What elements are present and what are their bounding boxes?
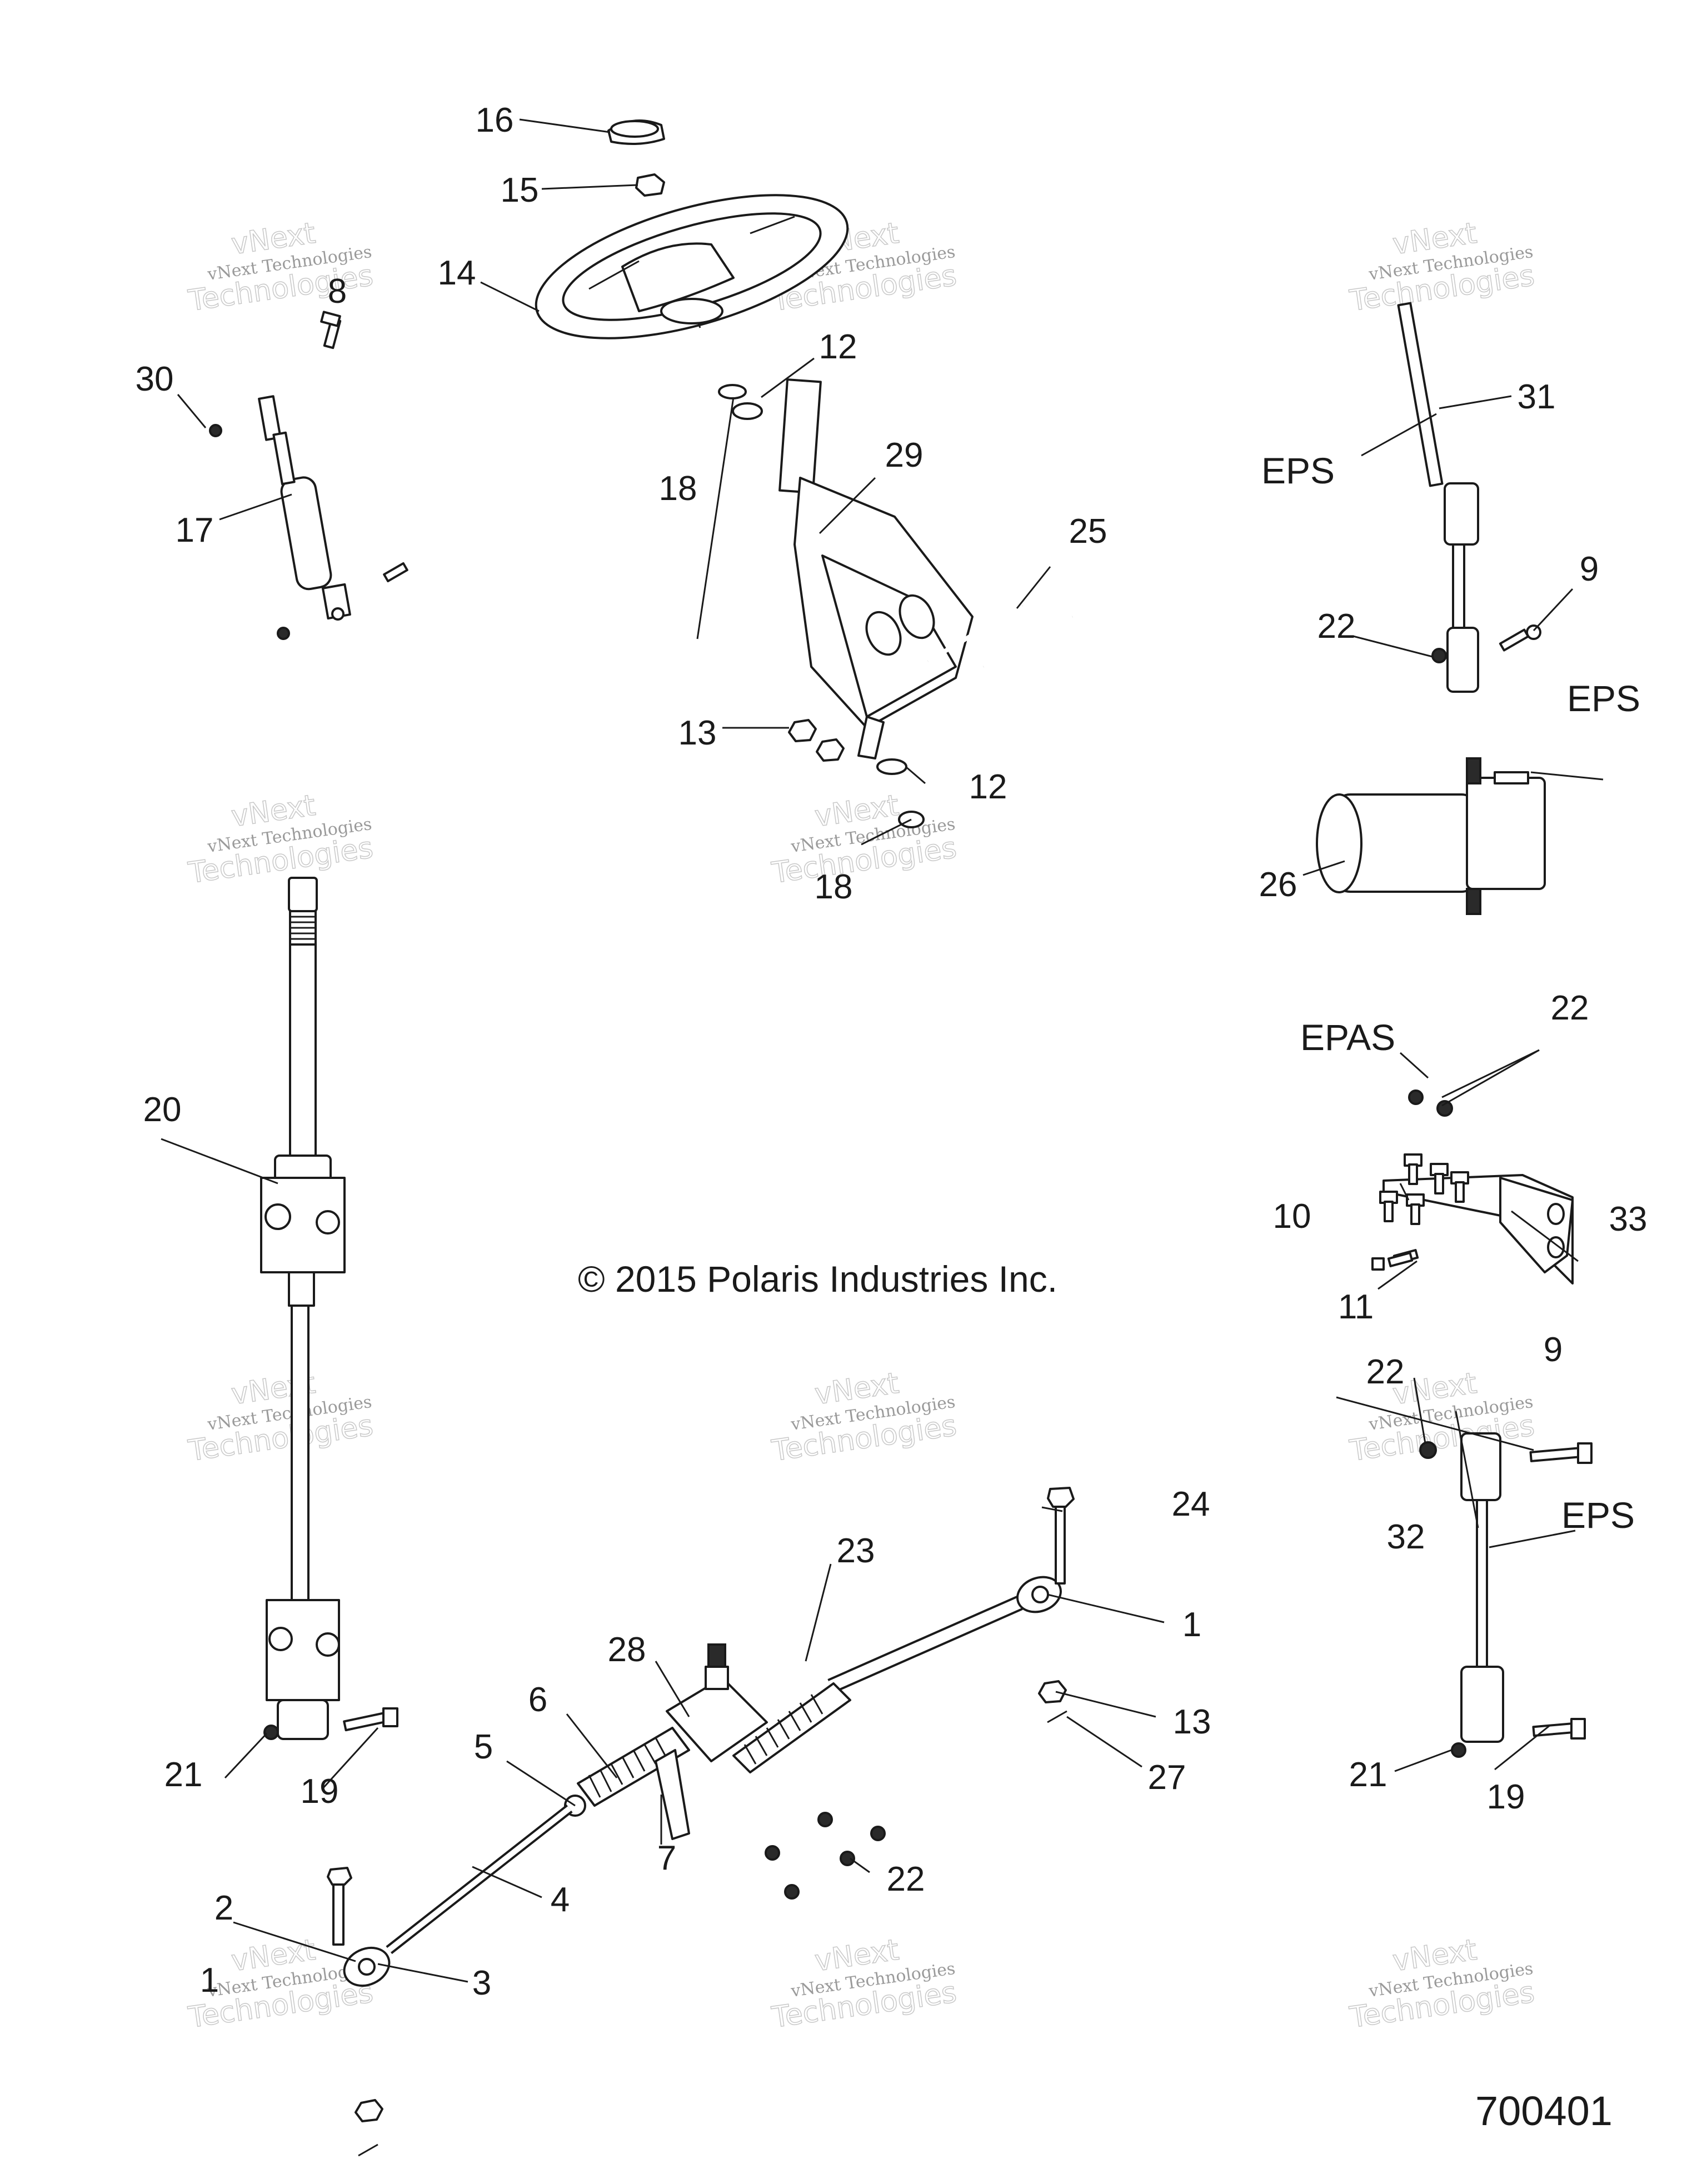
callout-12: 12: [969, 768, 1007, 806]
bracket-nut: [788, 719, 845, 762]
shaft-nut: [263, 1725, 279, 1740]
epas-nut: [1408, 1089, 1453, 1117]
tilt-nut: [209, 424, 290, 640]
watermark: vNext vNext Technologies Technologies: [186, 216, 376, 318]
callout-11: 11: [1338, 1288, 1374, 1326]
watermark: vNext vNext Technologies Technologies: [769, 1933, 959, 2035]
callout-19: 19: [301, 1772, 339, 1811]
callout-22: 22: [887, 1860, 925, 1898]
watermark: vNext vNext Technologies Technologies: [186, 788, 376, 891]
callout-9: 9: [1544, 1331, 1563, 1369]
callout-7: 7: [657, 1839, 676, 1877]
steering-wheel-bushing: [718, 384, 763, 420]
callout-6: 6: [528, 1681, 547, 1719]
eps-lower-shaft: [1460, 1432, 1504, 1743]
steering-wheel-nut: [635, 173, 665, 197]
callout-4: 4: [551, 1881, 570, 1919]
callout-17: 17: [176, 511, 214, 549]
callout-22: 22: [1551, 989, 1589, 1027]
shaft-bolt: [343, 1707, 398, 1732]
epas-bracket: [1382, 1174, 1574, 1285]
callout-21: 21: [164, 1756, 203, 1794]
callout-33: 33: [1609, 1200, 1648, 1238]
epas-bolt: [1371, 1153, 1469, 1271]
callout-23: 23: [837, 1532, 875, 1570]
eps-tag: EPS: [1561, 1495, 1635, 1536]
eps-bolt: [1499, 624, 1541, 652]
callout-22: 22: [1317, 607, 1356, 646]
callout-10: 10: [1273, 1197, 1311, 1236]
callout-26: 26: [1259, 866, 1297, 904]
eps-lower-nut: [1419, 1441, 1466, 1758]
copyright-notice: © 2015 Polaris Industries Inc.: [578, 1258, 1057, 1300]
callout-16: 16: [476, 101, 514, 139]
eps-lower-bolt: [1529, 1442, 1593, 1740]
leader-lines: [161, 118, 1604, 1983]
tie-rod: [343, 1795, 586, 1987]
watermark: vNext vNext Technologies Technologies: [1347, 216, 1537, 318]
watermark: vNext vNext Technologies Technologies: [769, 1366, 959, 1468]
callout-3: 3: [472, 1964, 491, 2002]
callout-29: 29: [885, 436, 924, 474]
callout-30: 30: [136, 360, 174, 398]
steering-rack: [577, 1576, 1062, 1840]
eps-nut: [1431, 648, 1447, 663]
callout-18: 18: [659, 469, 697, 508]
callout-27: 27: [1148, 1758, 1186, 1797]
callout-13: 13: [678, 714, 717, 752]
watermark: vNext vNext Technologies Technologies: [1347, 1933, 1537, 2035]
column-bracket: [778, 378, 974, 759]
callout-19: 19: [1487, 1778, 1525, 1816]
tilt-gas-spring: [258, 395, 351, 621]
callout-2: 2: [214, 1889, 233, 1927]
watermark: vNext vNext Technologies Technologies: [769, 788, 959, 891]
callout-21: 21: [1349, 1756, 1387, 1794]
callout-numbers: 16 15 14 8 30 17 12 18 29 25 13 12 18 31…: [136, 101, 1648, 2002]
callout-1: 1: [200, 1961, 219, 2000]
lower-steering-shaft: [260, 877, 346, 1740]
callout-22: 22: [1366, 1353, 1405, 1391]
steering-wheel: [535, 194, 849, 339]
callout-12: 12: [819, 328, 857, 366]
callout-18: 18: [815, 868, 853, 906]
callout-13: 13: [1173, 1703, 1211, 1741]
callout-9: 9: [1580, 550, 1599, 588]
callout-25: 25: [1069, 512, 1107, 551]
eps-tag: EPS: [1261, 450, 1335, 491]
tie-rod-nut: [355, 1680, 1067, 2157]
eps-tag: EPS: [1567, 678, 1640, 719]
callout-14: 14: [438, 254, 476, 292]
eps-unit: [1316, 757, 1546, 915]
tilt-bolt: [320, 311, 408, 583]
callout-1: 1: [1182, 1606, 1201, 1644]
epas-tag: EPAS: [1300, 1017, 1395, 1058]
bracket-bolt: [926, 603, 1074, 669]
tie-rod-bolt: [327, 1487, 1075, 1946]
steering-wheel-cap: [607, 119, 665, 145]
callout-31: 31: [1518, 378, 1556, 416]
callout-5: 5: [474, 1728, 493, 1766]
variant-tags: EPS EPS EPAS EPS: [1261, 450, 1640, 1536]
callout-20: 20: [143, 1091, 182, 1129]
watermark: vNext vNext Technologies Technologies: [186, 1366, 376, 1468]
callout-8: 8: [328, 272, 347, 311]
callout-32: 32: [1387, 1518, 1425, 1556]
callout-15: 15: [501, 171, 539, 209]
drawing-number: 700401: [1475, 2088, 1613, 2134]
callout-28: 28: [608, 1631, 646, 1669]
callout-24: 24: [1172, 1485, 1210, 1523]
eps-upper-shaft: [1397, 302, 1479, 693]
rack-mount-nut: [765, 1812, 886, 1900]
